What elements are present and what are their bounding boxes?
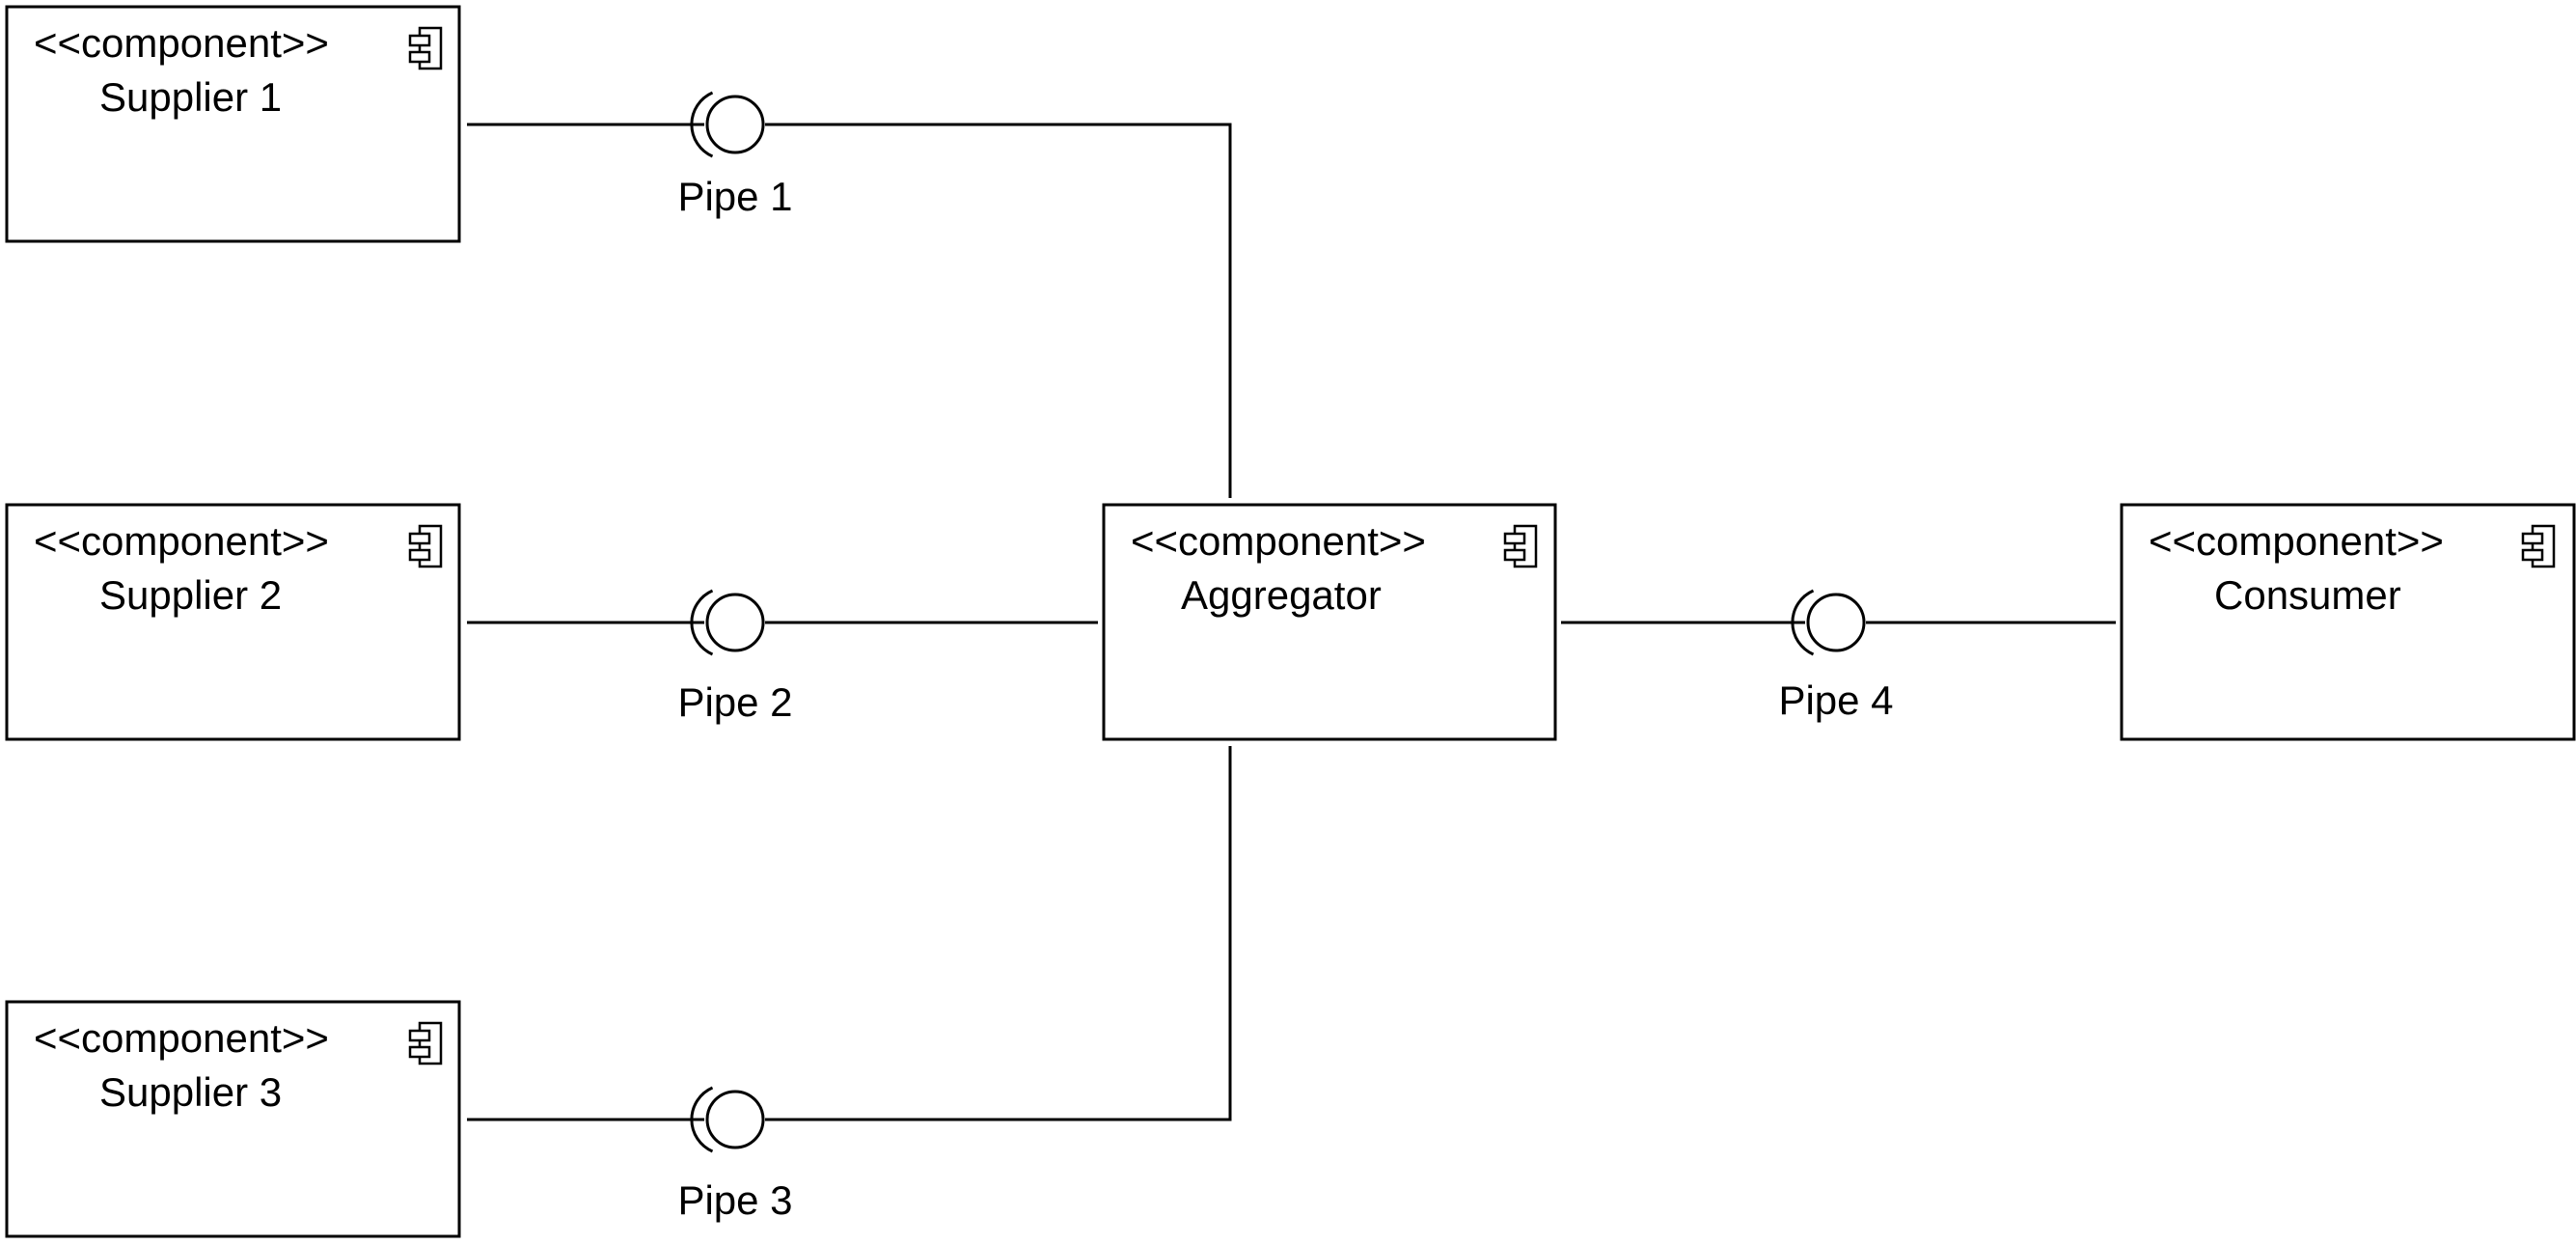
component-name: Aggregator xyxy=(1181,572,1382,618)
component-supplier-1[interactable]: <<component>> Supplier 1 xyxy=(5,5,461,243)
component-frame xyxy=(1102,503,1557,741)
component-icon xyxy=(2521,524,2556,568)
pipe4-ball xyxy=(1806,593,1866,652)
component-supplier-3[interactable]: <<component>> Supplier 3 xyxy=(5,1000,461,1238)
pipe3-interface[interactable]: Pipe 3 xyxy=(677,1086,793,1223)
component-icon xyxy=(408,524,443,568)
pipe4-label: Pipe 4 xyxy=(1778,678,1893,723)
component-supplier-2[interactable]: <<component>> Supplier 2 xyxy=(5,503,461,741)
pipe1-socket xyxy=(690,91,714,158)
pipe1-interface[interactable]: Pipe 1 xyxy=(677,91,793,219)
pipe3-label: Pipe 3 xyxy=(677,1177,792,1223)
component-name: Supplier 1 xyxy=(99,74,282,120)
component-aggregator[interactable]: <<component>> Aggregator xyxy=(1102,503,1557,741)
connectors xyxy=(467,123,2116,1121)
component-icon xyxy=(1503,524,1538,568)
component-consumer[interactable]: <<component>> Consumer xyxy=(2120,503,2576,741)
component-frame xyxy=(2120,503,2576,741)
component-frame xyxy=(5,5,461,243)
component-name: Consumer xyxy=(2214,572,2401,618)
component-frame xyxy=(5,1000,461,1238)
component-icon xyxy=(408,26,443,70)
pipe2-ball xyxy=(705,593,765,652)
component-stereotype: <<component>> xyxy=(2149,518,2444,564)
pipe4-interface[interactable]: Pipe 4 xyxy=(1778,589,1894,723)
component-stereotype: <<component>> xyxy=(34,20,329,66)
pipe4-socket xyxy=(1791,589,1815,656)
pipe2-interface[interactable]: Pipe 2 xyxy=(677,589,793,725)
component-stereotype: <<component>> xyxy=(34,1015,329,1061)
component-name: Supplier 3 xyxy=(99,1069,282,1115)
pipe1-ball xyxy=(705,95,765,154)
pipe3-ball xyxy=(705,1090,765,1149)
component-stereotype: <<component>> xyxy=(34,518,329,564)
component-stereotype: <<component>> xyxy=(1131,518,1426,564)
pipe1-wire-right xyxy=(765,123,1232,498)
component-icon xyxy=(408,1021,443,1065)
component-frame xyxy=(5,503,461,741)
pipe3-wire-right xyxy=(765,746,1232,1121)
pipe2-label: Pipe 2 xyxy=(677,679,792,725)
pipe3-socket xyxy=(690,1086,714,1153)
pipe2-socket xyxy=(690,589,714,656)
pipe1-label: Pipe 1 xyxy=(677,174,792,219)
component-name: Supplier 2 xyxy=(99,572,282,618)
